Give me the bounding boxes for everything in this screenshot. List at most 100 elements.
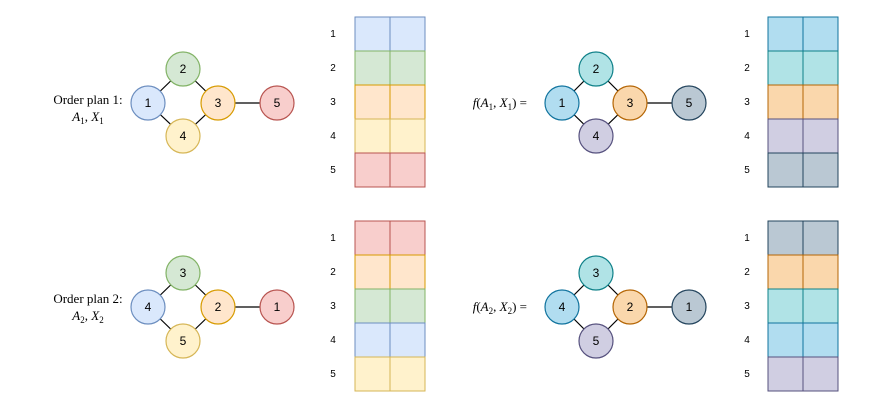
matrix-row-label: 2 [330,63,336,74]
graph-node-label: 4 [559,300,566,314]
graph-node [544,289,580,325]
matrix-row-label: 5 [330,369,336,380]
feature-matrix-plan-2: 1 2 3 4 5 [330,220,426,392]
graph-plan-2: 4 3 2 5 1 [130,255,295,359]
matrix-cell [389,152,426,188]
matrix-cell [354,84,391,120]
graph-node [544,85,580,121]
graph-node-label: 4 [145,300,152,314]
graph-f-plan-1: 1 2 3 4 5 [544,51,707,154]
matrix-cell [767,220,804,256]
matrix-cell [802,220,839,256]
matrix-cell [802,16,839,52]
graph-node-label: 3 [593,266,600,280]
graph-node-label: 5 [593,334,600,348]
graph-node [578,255,614,291]
caption-order-plan-1: Order plan 1: [53,92,122,107]
matrix-row-label: 4 [330,335,336,346]
matrix-cell [802,84,839,120]
feature-matrix-f-plan-2: 1 2 3 4 5 [744,220,839,392]
matrix-cell [389,84,426,120]
matrix-row-label: 2 [744,267,750,278]
graph-f-plan-2: 4 3 2 5 1 [544,255,707,359]
matrix-cell [354,152,391,188]
feature-matrix-f-plan-1: 1 2 3 4 5 [744,16,839,188]
matrix-cell [389,322,426,358]
graph-node [165,118,201,154]
matrix-cell [354,118,391,154]
graph-node [259,85,295,121]
graph-node-label: 4 [180,129,187,143]
matrix-cell [767,288,804,324]
graph-node [612,289,648,325]
matrix-cell [767,84,804,120]
graph-node [130,85,166,121]
caption-f-plan-1: f(A1, X1) = [473,95,527,112]
matrix-cell [802,50,839,86]
graph-node-label: 1 [559,96,566,110]
matrix-cell [767,16,804,52]
graph-node-label: 2 [593,62,600,76]
matrix-cell [802,118,839,154]
matrix-cell [767,356,804,392]
panel-order-plan-1: Order plan 1: A1, X1 1 2 3 4 5 [53,16,426,188]
matrix-cell [802,356,839,392]
graph-node [165,51,201,87]
matrix-row-label: 4 [744,131,750,142]
matrix-row-label: 5 [330,165,336,176]
graph-node-label: 5 [274,96,281,110]
graph-node [578,118,614,154]
matrix-cell [354,16,391,52]
graph-node [200,289,236,325]
matrix-cell [389,254,426,290]
matrix-row-label: 1 [330,29,336,40]
matrix-cell [354,50,391,86]
matrix-cell [389,16,426,52]
matrix-cell [767,322,804,358]
graph-node [259,289,295,325]
matrix-row-label: 5 [744,165,750,176]
matrix-row-label: 1 [744,29,750,40]
matrix-row-label: 1 [744,233,750,244]
graph-node-label: 3 [215,96,222,110]
matrix-cell [389,50,426,86]
matrix-row-label: 3 [744,97,750,108]
matrix-cell [354,254,391,290]
matrix-row-label: 5 [744,369,750,380]
caption-f-plan-2: f(A2, X2) = [473,299,527,316]
graph-node-label: 3 [180,266,187,280]
matrix-cell [767,118,804,154]
matrix-row-label: 2 [330,267,336,278]
matrix-row-label: 1 [330,233,336,244]
graph-node [612,85,648,121]
matrix-cell [802,288,839,324]
graph-node [578,323,614,359]
panel-order-plan-2: Order plan 2: A2, X2 4 3 2 5 1 [53,220,426,392]
matrix-cell [767,50,804,86]
panel-f-plan-2: f(A2, X2) = 4 3 2 5 1 [473,220,839,392]
graph-node-label: 2 [215,300,222,314]
graph-node-label: 2 [180,62,187,76]
graph-node [130,289,166,325]
graph-node [200,85,236,121]
graph-node-label: 1 [274,300,281,314]
graph-node [671,85,707,121]
graph-plan-1: 1 2 3 4 5 [130,51,295,154]
matrix-row-label: 4 [744,335,750,346]
matrix-cell [354,356,391,392]
graph-node-label: 1 [145,96,152,110]
matrix-cell [389,220,426,256]
matrix-row-label: 3 [330,301,336,312]
panel-f-plan-1: f(A1, X1) = 1 2 3 4 5 [473,16,839,188]
graph-node-label: 4 [593,129,600,143]
matrix-cell [354,322,391,358]
matrix-cell [389,288,426,324]
caption-vars-plan-1: A1, X1 [71,109,103,126]
matrix-cell [354,220,391,256]
graph-node [671,289,707,325]
graph-node-label: 2 [627,300,634,314]
caption-order-plan-2: Order plan 2: [53,291,122,306]
graph-node [165,323,201,359]
matrix-row-label: 3 [330,97,336,108]
